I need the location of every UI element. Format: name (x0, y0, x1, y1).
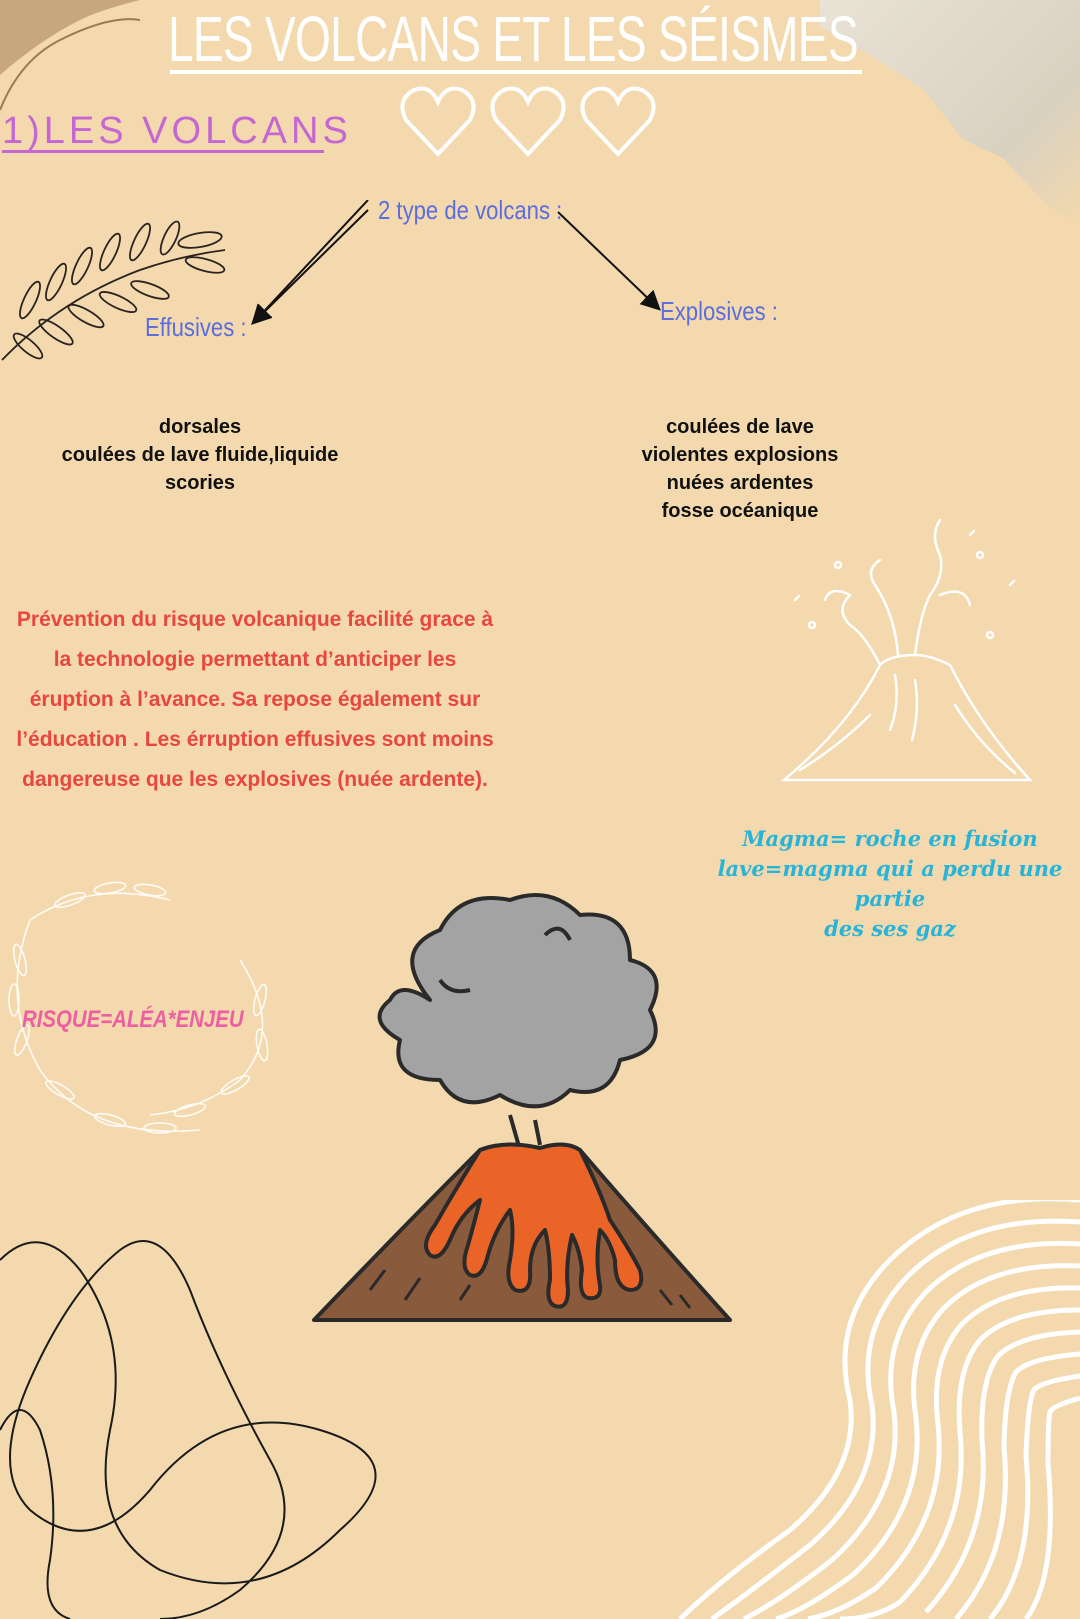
magma-line: des ses gaz (824, 916, 956, 941)
effusives-list: dorsales coulées de lave fluide,liquide … (40, 413, 360, 497)
prevention-line: éruption à l’avance. Sa repose également… (29, 688, 481, 711)
section-heading: 1)LES VOLCANS (2, 110, 352, 152)
list-item: dorsales (158, 416, 242, 438)
diagram-arrows (251, 200, 661, 325)
magma-line: lave=magma qui a perdu une partie (717, 856, 1063, 911)
fern-branch-icon (1, 220, 226, 361)
scribble-decoration (0, 1240, 377, 1619)
prevention-line: la technologie permettant d’anticiper le… (53, 648, 457, 671)
heart-outline-icon (580, 86, 656, 157)
prevention-line: dangereuse que les explosives (nuée arde… (22, 768, 488, 791)
prevention-line: l’éducation . Les érruption effusives so… (16, 728, 494, 751)
heart-outline-icon (400, 86, 476, 157)
risk-formula: RISQUE=ALÉA*ENJEU (22, 1006, 244, 1033)
wave-lines-decoration (678, 1200, 1080, 1619)
diagram-root-label: 2 type de volcans : (378, 195, 563, 225)
list-item: coulées de lave fluide,liquide (61, 444, 339, 466)
heart-outline-icon (490, 86, 566, 157)
prevention-line: Prévention du risque volcanique facilité… (16, 608, 494, 631)
volcano-sketch-icon (780, 518, 1033, 782)
list-item: scories (164, 472, 236, 494)
list-item: nuées ardentes (666, 472, 814, 494)
effusives-label: Effusives : (145, 312, 247, 342)
section-underline (2, 150, 324, 153)
explosives-list: coulées de lave violentes explosions nué… (590, 413, 890, 525)
explosives-label: Explosives : (660, 296, 778, 326)
magma-definition: Magma= roche en fusion lave=magma qui a … (700, 824, 1080, 944)
magma-line: Magma= roche en fusion (742, 826, 1038, 851)
page-title: LES VOLCANS ET LES SÉISMES (168, 3, 859, 75)
hearts-decoration (400, 86, 656, 157)
prevention-paragraph: Prévention du risque volcanique facilité… (0, 600, 510, 800)
laurel-wreath-icon (8, 881, 269, 1134)
list-item: fosse océanique (661, 500, 819, 522)
list-item: violentes explosions (641, 444, 839, 466)
newspaper-scrap-decoration (820, 0, 1080, 225)
corner-curve-decoration (0, 0, 141, 111)
volcano-illustration (312, 893, 732, 1322)
title-underline (170, 70, 862, 74)
list-item: coulées de lave (666, 416, 814, 438)
